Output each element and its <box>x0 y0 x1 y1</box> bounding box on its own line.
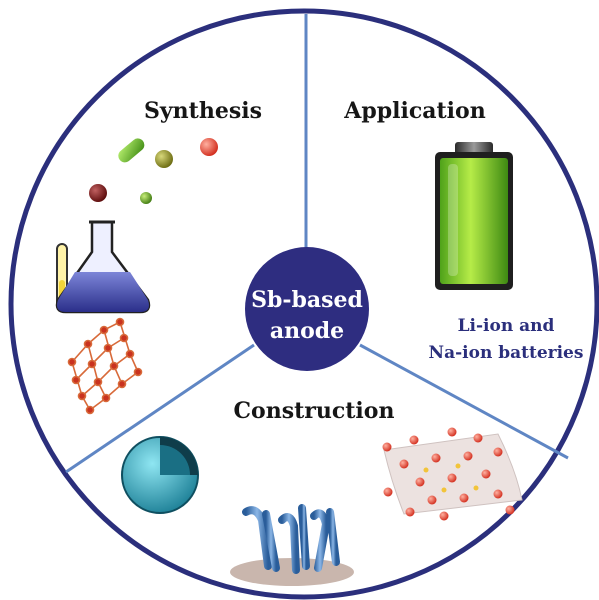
application-title: Application <box>343 98 485 124</box>
battery-icon <box>435 142 513 290</box>
center-circle <box>245 247 369 371</box>
flask-icon <box>55 220 151 314</box>
hollow-sphere-icon <box>121 436 199 514</box>
construction-title: Construction <box>234 398 395 424</box>
synthesis-title: Synthesis <box>144 98 262 124</box>
center-label-line2: anode <box>270 318 344 344</box>
lattice-icon <box>67 317 143 415</box>
divider-lower-right <box>359 343 569 460</box>
nanowires-icon <box>230 504 354 586</box>
application-caption-line2: Na-ion batteries <box>429 343 584 363</box>
molecule-balls-icon <box>89 138 218 204</box>
application-caption-line1: Li-ion and <box>458 316 555 336</box>
center-label-line1: Sb-based <box>251 287 363 313</box>
nanoparticle-sheet-icon <box>382 427 523 521</box>
divider-lower-left <box>65 343 255 474</box>
